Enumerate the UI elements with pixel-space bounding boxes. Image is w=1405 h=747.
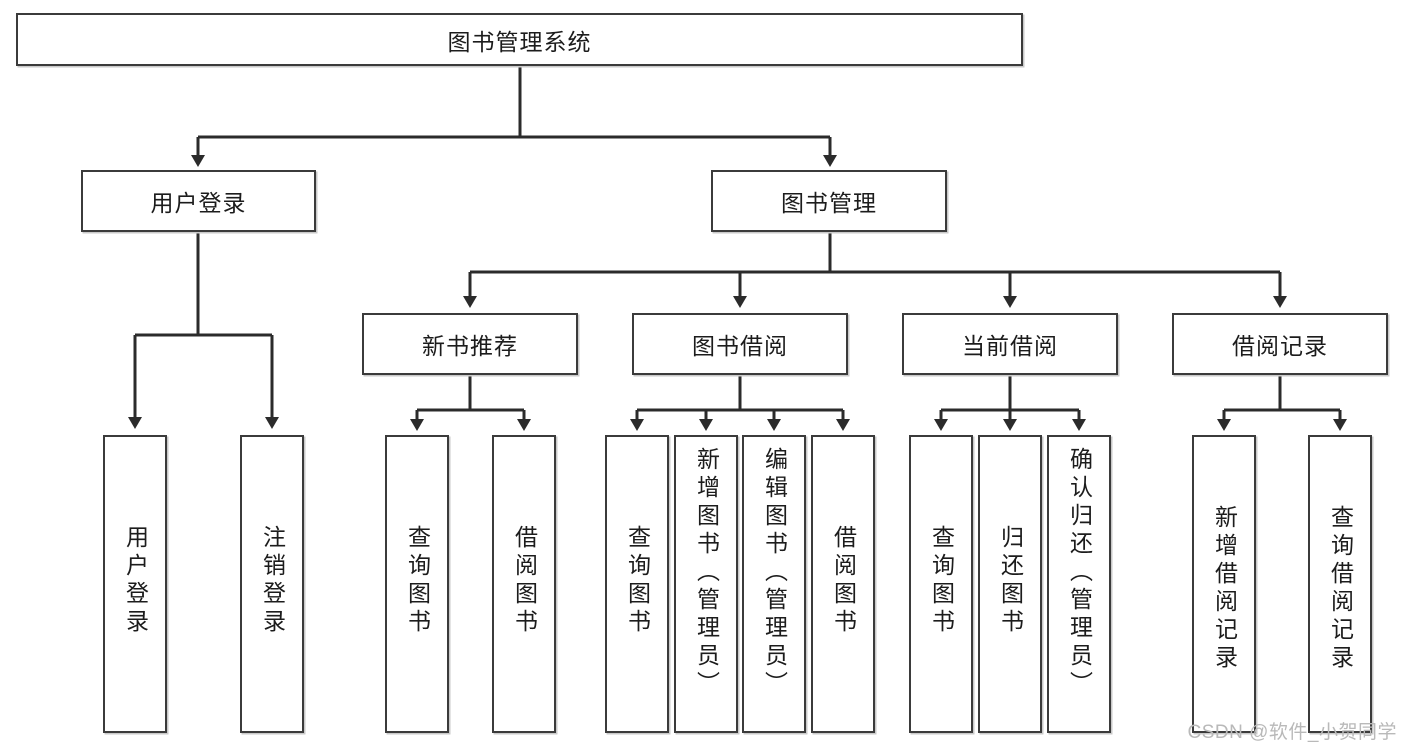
node-label: 图书管理 — [781, 190, 877, 216]
leaf-confirm-return-admin[interactable]: 确认归还（管理员） — [1047, 435, 1111, 733]
node-book-management[interactable]: 图书管理 — [711, 170, 947, 232]
leaf-label: 归还图书 — [997, 525, 1024, 637]
leaf-label: 查询借阅记录 — [1327, 505, 1354, 673]
leaf-label: 新增借阅记录 — [1211, 505, 1238, 673]
leaf-label: 编辑图书（管理员） — [761, 447, 788, 699]
leaf-query-book-recommend[interactable]: 查询图书 — [385, 435, 449, 733]
leaf-add-borrow-record[interactable]: 新增借阅记录 — [1192, 435, 1256, 733]
node-label: 图书管理系统 — [447, 28, 592, 55]
leaf-user-login[interactable]: 用户登录 — [103, 435, 167, 733]
leaf-query-borrow-record[interactable]: 查询借阅记录 — [1308, 435, 1372, 733]
node-label: 当前借阅 — [962, 333, 1058, 359]
leaf-query-book-current[interactable]: 查询图书 — [909, 435, 973, 733]
leaf-label: 确认归还（管理员） — [1066, 447, 1093, 699]
leaf-label: 新增图书（管理员） — [693, 447, 720, 699]
node-label: 用户登录 — [150, 190, 247, 216]
node-book-borrow[interactable]: 图书借阅 — [632, 313, 848, 375]
leaf-label: 借阅图书 — [511, 525, 538, 637]
leaf-label: 借阅图书 — [830, 525, 857, 637]
node-label: 图书借阅 — [692, 333, 788, 359]
node-current-borrow[interactable]: 当前借阅 — [902, 313, 1118, 375]
leaf-label: 查询图书 — [624, 525, 651, 637]
node-label: 新书推荐 — [422, 333, 518, 359]
leaf-label: 查询图书 — [928, 525, 955, 637]
node-root-book-management-system[interactable]: 图书管理系统 — [16, 13, 1023, 66]
leaf-label: 用户登录 — [122, 525, 149, 637]
node-label: 借阅记录 — [1232, 333, 1328, 359]
leaf-edit-book-admin[interactable]: 编辑图书（管理员） — [742, 435, 806, 733]
leaf-logout[interactable]: 注销登录 — [240, 435, 304, 733]
node-borrow-record[interactable]: 借阅记录 — [1172, 313, 1388, 375]
leaf-return-book[interactable]: 归还图书 — [978, 435, 1042, 733]
watermark: CSDN @软件_小贺同学 — [1187, 722, 1397, 743]
leaf-label: 查询图书 — [404, 525, 431, 637]
leaf-query-book-borrow[interactable]: 查询图书 — [605, 435, 669, 733]
leaf-borrow-book[interactable]: 借阅图书 — [811, 435, 875, 733]
node-user-login[interactable]: 用户登录 — [81, 170, 316, 232]
node-new-book-recommend[interactable]: 新书推荐 — [362, 313, 578, 375]
leaf-borrow-book-recommend[interactable]: 借阅图书 — [492, 435, 556, 733]
leaf-add-book-admin[interactable]: 新增图书（管理员） — [674, 435, 738, 733]
leaf-label: 注销登录 — [259, 525, 286, 637]
